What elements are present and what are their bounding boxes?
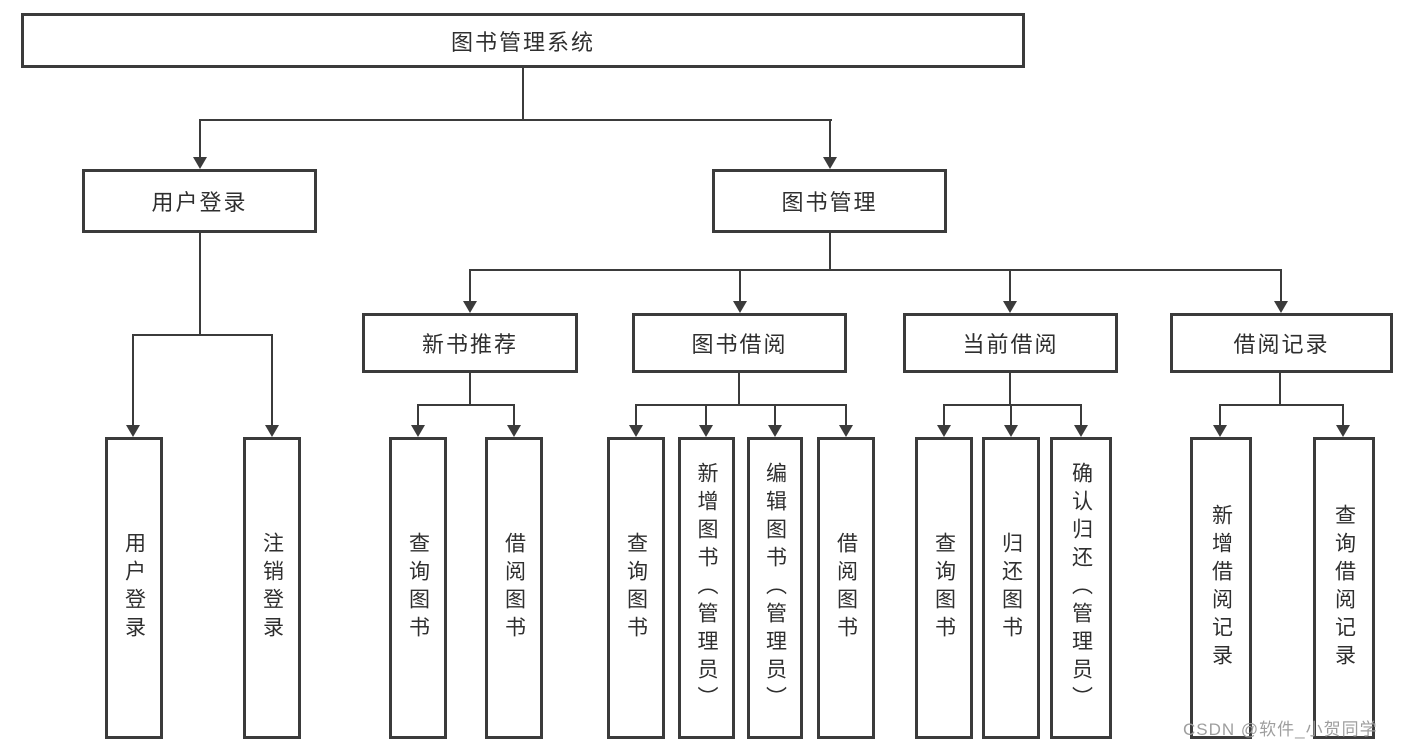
connector-hline [943,404,1082,406]
arrow-down-icon [1336,405,1350,437]
node-box-borrow-record: 借阅记录 [1170,313,1393,373]
arrow-down-icon [265,335,279,437]
leaf-box-logout: 注销登录 [243,437,301,739]
leaf-label-add-borrow-record: 新增借阅记录 [1209,504,1233,672]
leaf-label-return-books: 归还图书 [999,532,1023,644]
leaf-label-query-borrow-record: 查询借阅记录 [1332,504,1356,672]
leaf-label-borrow-books-recommend: 借阅图书 [502,532,526,644]
leaf-label-user-login: 用户登录 [122,532,146,644]
node-box-new-book-recommend: 新书推荐 [362,313,578,373]
connector-vline [738,373,740,405]
connector-hline [635,404,847,406]
arrow-down-icon [699,405,713,437]
connector-vline [829,233,831,270]
node-box-book-management: 图书管理 [712,169,947,233]
connector-vline [199,233,201,335]
leaf-label-add-books-admin: 新增图书（管理员） [695,462,718,714]
arrow-down-icon [1003,270,1017,313]
leaf-label-edit-books-admin: 编辑图书（管理员） [763,462,787,714]
leaf-box-query-books-borrow: 查询图书 [607,437,665,739]
node-label-current-borrow: 当前借阅 [962,332,1059,357]
arrow-down-icon [937,405,951,437]
leaf-label-borrow-books: 借阅图书 [834,532,858,644]
leaf-box-user-login: 用户登录 [105,437,163,739]
leaf-label-confirm-return-admin: 确认归还（管理员） [1069,462,1093,714]
arrow-down-icon [1274,270,1288,313]
leaf-box-borrow-books-recommend: 借阅图书 [485,437,543,739]
node-label-user-login: 用户登录 [151,190,248,215]
arrow-down-icon [823,120,837,169]
arrow-down-icon [768,405,782,437]
arrow-down-icon [733,270,747,313]
connector-vline [469,373,471,405]
connector-vline [1009,373,1011,405]
leaf-box-return-books: 归还图书 [982,437,1040,739]
leaf-box-query-books-recommend: 查询图书 [389,437,447,739]
leaf-label-query-books-current: 查询图书 [932,532,956,644]
arrow-down-icon [1074,405,1088,437]
csdn-watermark: CSDN @软件_小贺同学 [1183,720,1378,739]
node-label-new-book-recommend: 新书推荐 [421,332,518,357]
node-label-borrow-record: 借阅记录 [1233,332,1330,357]
leaf-label-query-books-recommend: 查询图书 [406,532,430,644]
arrow-down-icon [463,270,477,313]
node-box-current-borrow: 当前借阅 [903,313,1118,373]
arrow-down-icon [193,120,207,169]
connector-hline [469,269,1282,271]
arrow-down-icon [839,405,853,437]
leaf-box-query-borrow-record: 查询借阅记录 [1313,437,1375,739]
node-label-book-borrow: 图书借阅 [691,332,788,357]
connector-hline [199,119,832,121]
arrow-down-icon [629,405,643,437]
connector-hline [417,404,515,406]
node-label-book-management: 图书管理 [781,190,878,215]
connector-hline [1219,404,1344,406]
arrow-down-icon [1004,405,1018,437]
connector-vline [522,68,524,120]
leaf-box-confirm-return-admin: 确认归还（管理员） [1050,437,1112,739]
connector-hline [132,334,273,336]
node-box-user-login: 用户登录 [82,169,317,233]
connector-vline [1279,373,1281,405]
root-box-library-system: 图书管理系统 [21,13,1025,68]
arrow-down-icon [126,335,140,437]
leaf-box-edit-books-admin: 编辑图书（管理员） [747,437,803,739]
arrow-down-icon [411,405,425,437]
root-label: 图书管理系统 [450,29,595,55]
leaf-box-add-borrow-record: 新增借阅记录 [1190,437,1252,739]
arrow-down-icon [1213,405,1227,437]
node-box-book-borrow: 图书借阅 [632,313,847,373]
leaf-box-add-books-admin: 新增图书（管理员） [678,437,735,739]
leaf-label-query-books-borrow: 查询图书 [624,532,648,644]
leaf-box-query-books-current: 查询图书 [915,437,973,739]
leaf-label-logout: 注销登录 [260,532,284,644]
arrow-down-icon [507,405,521,437]
leaf-box-borrow-books: 借阅图书 [817,437,875,739]
